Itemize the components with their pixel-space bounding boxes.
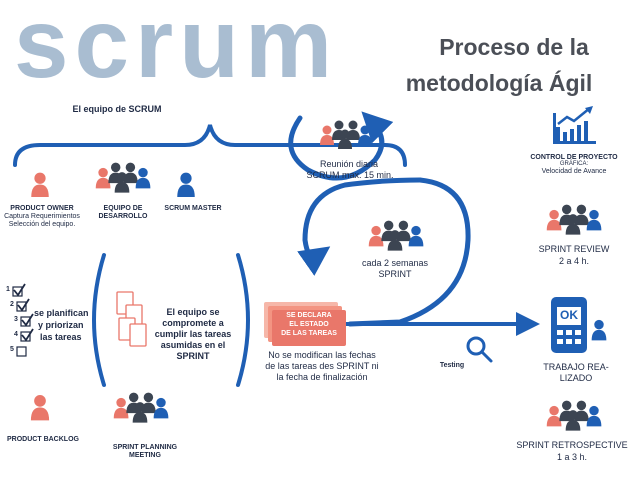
sprint-meeting-icon bbox=[369, 221, 424, 251]
device-icon bbox=[551, 297, 587, 353]
backlog-paren-left bbox=[92, 253, 106, 387]
work-line-2: LIZADO bbox=[559, 373, 593, 383]
backlog-checklist-icon bbox=[12, 286, 31, 357]
control-sub-1: GRÁFICA: bbox=[559, 161, 589, 167]
title-line-1: Proceso de la bbox=[439, 34, 589, 60]
checkmark-icon bbox=[13, 283, 34, 342]
commit-line-1: El equipo se bbox=[166, 307, 220, 317]
control-title: CONTROL DE PROYECTO bbox=[530, 154, 618, 161]
daily-line-2: SCRUM max. 15 min. bbox=[306, 170, 394, 180]
daily-loop-arrow bbox=[288, 111, 394, 181]
declare-note-2: de las tareas des SPRINT ni bbox=[265, 361, 379, 371]
scrum-master-icon bbox=[177, 172, 195, 197]
product-backlog-label: PRODUCT BACKLOG bbox=[7, 436, 79, 443]
team-brace bbox=[13, 124, 407, 167]
control-sub-2: Velocidad de Avance bbox=[541, 168, 607, 175]
chart-trend-icon bbox=[557, 107, 591, 125]
planning-meeting-icon bbox=[114, 393, 169, 423]
declare-line-3: DE LAS TAREAS bbox=[281, 330, 337, 337]
declare-line-1: SE DECLARA bbox=[286, 312, 332, 319]
device-screen-ok: OK bbox=[560, 308, 578, 322]
tasks-documents-icon bbox=[116, 291, 147, 347]
sprint-loop-arrow bbox=[297, 177, 423, 276]
product-owner-title: PRODUCT OWNER bbox=[10, 205, 74, 212]
magnifier-icon bbox=[466, 336, 493, 363]
dev-team-line-1: EQUIPO DE bbox=[103, 205, 143, 212]
scrum-logo-text: scrum bbox=[14, 0, 339, 98]
planning-line-1: SPRINT PLANNING bbox=[112, 444, 178, 451]
backlog-number-2: 2 bbox=[10, 301, 14, 308]
commit-line-4: asumidas en el bbox=[160, 340, 226, 350]
dev-team-line-2: DESARROLLO bbox=[98, 213, 148, 220]
product-owner-desc-1: Captura Requerimientos bbox=[4, 213, 80, 220]
backlog-text-2: y priorizan bbox=[38, 320, 84, 330]
retro-time: 1 a 3 h. bbox=[556, 452, 588, 462]
dev-team-icon bbox=[96, 163, 151, 193]
sprint-outer-loop bbox=[347, 177, 471, 327]
backlog-text-1: se planifican bbox=[34, 308, 89, 318]
commit-line-3: cumplir las tareas bbox=[154, 329, 232, 339]
retro-title: SPRINT RETROSPECTIVE bbox=[516, 440, 628, 450]
declare-card-front bbox=[272, 310, 346, 346]
scrum-master-label: SCRUM MASTER bbox=[164, 205, 222, 212]
backlog-number-1: 1 bbox=[6, 286, 10, 293]
backlog-number-3: 3 bbox=[14, 316, 18, 323]
declare-note-3: la fecha de finalización bbox=[276, 372, 368, 382]
backlog-number-4: 4 bbox=[14, 331, 18, 338]
product-backlog-icon bbox=[30, 395, 50, 421]
review-meeting-icon bbox=[547, 205, 602, 235]
work-line-1: TRABAJO REA- bbox=[543, 362, 609, 372]
review-title: SPRINT REVIEW bbox=[538, 244, 610, 254]
commit-brace-right bbox=[236, 253, 250, 387]
commit-line-5: SPRINT bbox=[176, 351, 210, 361]
product-owner-desc-2: Selección del equipo. bbox=[8, 221, 76, 228]
review-time: 2 a 4 h. bbox=[558, 256, 590, 266]
retrospective-meeting-icon bbox=[547, 401, 602, 431]
daily-meeting-icon bbox=[320, 121, 372, 150]
chart-icon bbox=[553, 113, 596, 144]
sprint-line-2: SPRINT bbox=[378, 269, 412, 279]
worker-icon bbox=[591, 319, 607, 341]
declare-note-1: No se modifican las fechas bbox=[268, 350, 376, 360]
product-owner-icon bbox=[31, 172, 49, 197]
backlog-number-5: 5 bbox=[10, 346, 14, 353]
declare-line-2: EL ESTADO bbox=[289, 321, 329, 328]
team-heading: El equipo de SCRUM bbox=[72, 104, 162, 114]
backlog-text-3: las tareas bbox=[40, 332, 82, 342]
testing-label: Testing bbox=[439, 362, 465, 369]
planning-line-2: MEETING bbox=[129, 452, 161, 459]
daily-line-1: Reunión diaria bbox=[319, 159, 379, 169]
sprint-line-1: cada 2 semanas bbox=[361, 258, 429, 268]
title-line-2: metodología Ágil bbox=[405, 70, 593, 96]
commit-line-2: compromete a bbox=[162, 318, 224, 328]
